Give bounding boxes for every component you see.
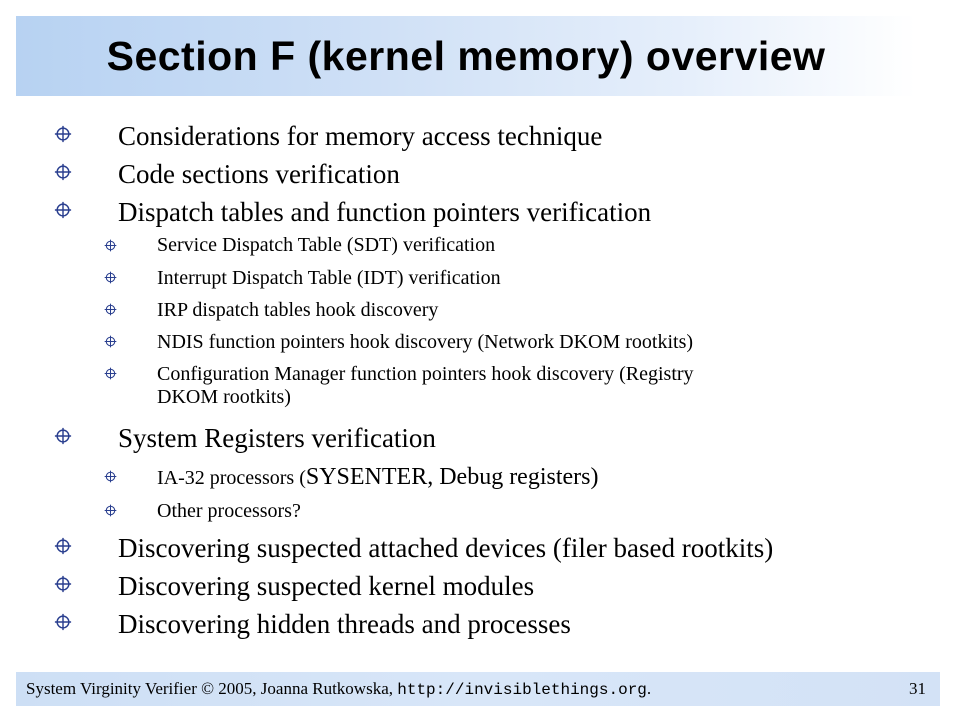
footer-band [16, 672, 940, 706]
sub-bullet-rest: SYSENTER, Debug registers) [305, 464, 599, 490]
footer-credit-text: System Virginity Verifier © 2005, Joanna… [26, 679, 398, 698]
crosshair-icon [54, 163, 72, 181]
sub-bullet-prefix: IA-32 processors ( [157, 467, 306, 489]
crosshair-icon [54, 201, 72, 219]
crosshair-icon [54, 125, 72, 143]
footer-url: http://invisiblethings.org [397, 681, 647, 699]
crosshair-icon [104, 239, 117, 252]
sub-bullet-item: IA-32 processors (SYSENTER, Debug regist… [157, 464, 599, 490]
slide-title: Section F (kernel memory) overview [106, 33, 826, 79]
bullet-item: Discovering suspected attached devices (… [118, 533, 774, 563]
sub-bullet-item: NDIS function pointers hook discovery (N… [157, 331, 694, 353]
crosshair-icon [104, 271, 117, 284]
crosshair-icon [104, 303, 117, 316]
footer-suffix: . [646, 679, 652, 698]
sub-bullet-item: Service Dispatch Table (SDT) verificatio… [157, 234, 496, 256]
crosshair-icon [104, 504, 117, 517]
title-band: Section F (kernel memory) overview [16, 16, 916, 96]
crosshair-icon [54, 427, 72, 445]
bullet-item: Dispatch tables and function pointers ve… [118, 197, 652, 227]
bullet-item: Considerations for memory access techniq… [118, 121, 603, 151]
sub-bullet-item: IRP dispatch tables hook discovery [157, 299, 439, 321]
crosshair-icon [104, 470, 117, 483]
bullet-item: Discovering suspected kernel modules [118, 571, 535, 601]
sub-bullet-item: Other processors? [157, 500, 301, 522]
crosshair-icon [54, 537, 72, 555]
sub-bullet-item: Configuration Manager function pointers … [157, 363, 694, 385]
crosshair-icon [104, 335, 117, 348]
crosshair-icon [104, 367, 117, 380]
sub-bullet-item: Interrupt Dispatch Table (IDT) verificat… [157, 267, 501, 289]
crosshair-icon [54, 613, 72, 631]
bullet-item: Discovering hidden threads and processes [118, 609, 571, 639]
bullet-item: System Registers verification [118, 423, 436, 453]
bullet-item: Code sections verification [118, 159, 400, 189]
page-number: 31 [909, 679, 926, 698]
sub-bullet-item-continuation: DKOM rootkits) [157, 386, 291, 408]
crosshair-icon [54, 575, 72, 593]
footer-credit: System Virginity Verifier © 2005, Joanna… [26, 677, 651, 702]
